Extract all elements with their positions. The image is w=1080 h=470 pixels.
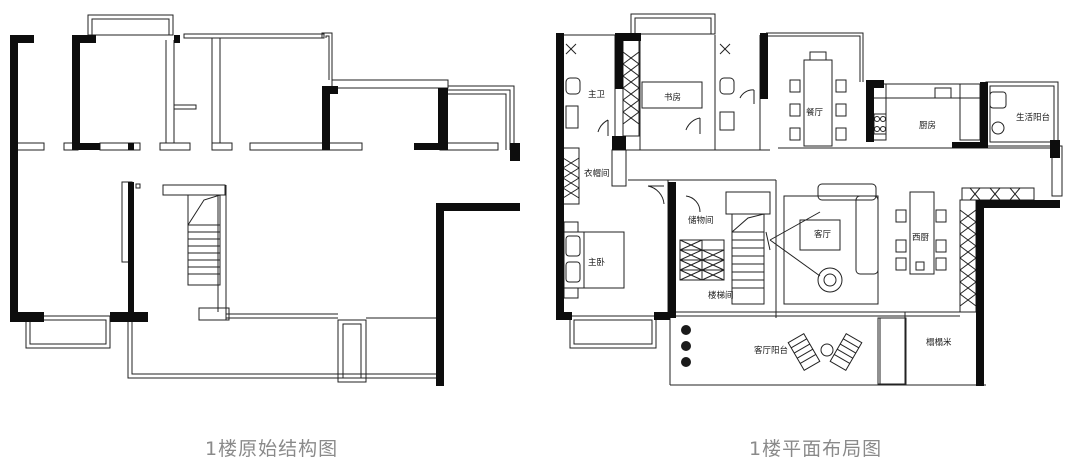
layout-plan [562,13,1063,386]
label-living-balcony: 客厅阳台 [754,345,788,356]
label-dining: 餐厅 [806,108,824,118]
balcony-plants [681,325,691,367]
left-bottom-window [25,315,111,349]
right-wing-balcony [448,85,520,151]
label-stair: 楼梯间 [708,290,734,301]
toilet-master-bath [565,77,581,95]
kitchen-counter [871,83,981,99]
toilet-study-bath [719,77,735,95]
label-kitchen: 厨房 [919,120,936,131]
bottom-column-box [337,319,367,383]
label-service-balcony: 生活阳台 [1016,112,1050,123]
top-window-strip [183,33,325,39]
western-kitchen-island [909,191,935,275]
sofa-back [817,183,877,201]
stair-original [187,194,221,286]
room-labels: 主卫 书房 餐厅 厨房 生活阳台 衣帽间 储物间 客厅 西厨 主卧 楼梯间 客厅… [584,89,1050,356]
caption-layout-plan: 1楼平面布局图 [749,438,883,460]
right-top-balcony-edge [321,32,333,80]
label-western-kitchen: 西厨 [912,233,930,243]
bottom-balcony [127,318,436,379]
sofa-side [855,195,879,275]
top-balcony-left-inner [91,18,170,36]
label-storage: 储物间 [688,215,714,226]
dining-table [803,59,833,147]
original-walls [10,35,520,386]
layout-walls [556,33,1060,386]
label-living: 客厅 [814,229,832,240]
top-balcony-left [87,14,174,36]
label-master-bath: 主卫 [588,89,606,100]
study-bay [630,13,716,35]
label-study: 书房 [664,92,681,103]
original-structure-plan [11,14,520,383]
armchair [817,267,843,293]
label-cloakroom: 衣帽间 [584,168,610,179]
label-tatami: 榻榻米 [926,337,952,348]
caption-original-structure: 1楼原始结构图 [205,438,339,460]
label-master-bedroom: 主卧 [588,257,606,268]
